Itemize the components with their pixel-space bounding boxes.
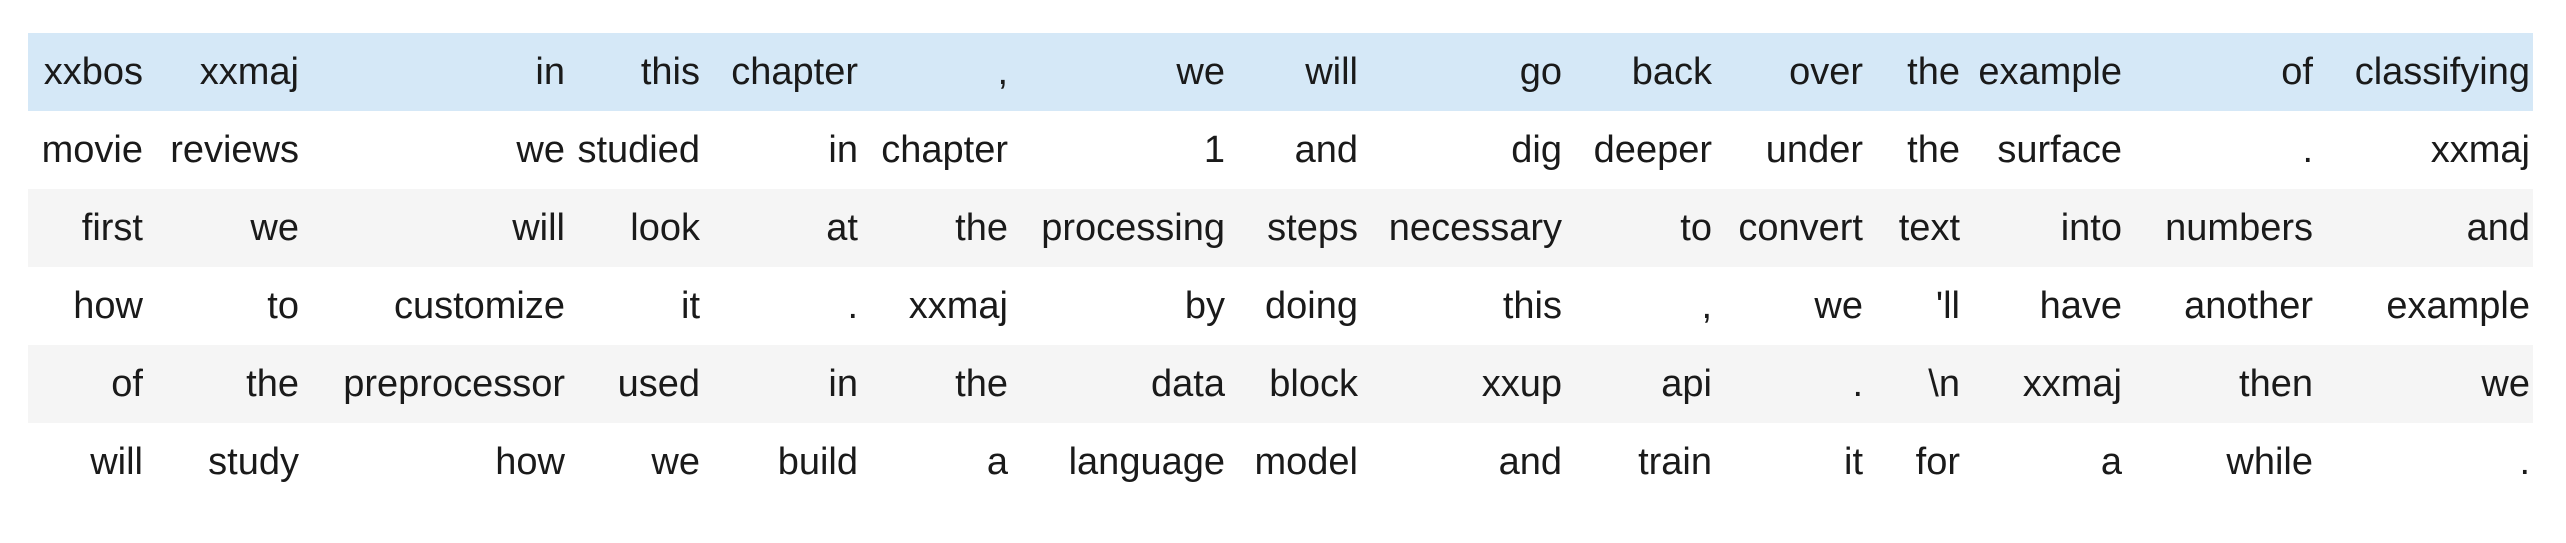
token-cell: in (535, 50, 565, 93)
token-cell: another (2184, 284, 2313, 327)
token-cell: go (1519, 50, 1562, 93)
token-cell: will (90, 440, 143, 483)
token-cell: reviews (170, 128, 299, 171)
token-cell: convert (1738, 206, 1863, 249)
token-cell: first (81, 206, 143, 249)
token-cell: at (826, 206, 858, 249)
token-cell: look (630, 206, 700, 249)
token-cell: studied (577, 128, 700, 171)
token-cell: of (2281, 50, 2313, 93)
token-cell: xxmaj (908, 284, 1008, 327)
token-cell: of (111, 362, 143, 405)
table-row: xxbos xxmaj in this chapter, we will go back over… (28, 33, 2533, 111)
token-cell: we (1814, 284, 1863, 327)
token-cell: have (2039, 284, 2122, 327)
token-cell: 1 (1203, 128, 1225, 171)
token-cell: . (2519, 440, 2530, 483)
token-cell: while (2226, 440, 2313, 483)
token-cell: we (1176, 50, 1225, 93)
token-cell: back (1631, 50, 1712, 93)
token-cell: it (681, 284, 700, 327)
token-cell: xxmaj (2430, 128, 2530, 171)
token-cell: under (1765, 128, 1863, 171)
token-cell: we (651, 440, 700, 483)
token-cell: it (1844, 440, 1863, 483)
token-cell: xxmaj (199, 50, 299, 93)
token-cell: api (1661, 362, 1712, 405)
token-cell: we (516, 128, 565, 171)
token-table-body: xxbos xxmaj in this chapter, we will go back over… (28, 33, 2533, 501)
token-cell: customize (393, 284, 565, 327)
token-cell: will (512, 206, 565, 249)
token-cell: . (1852, 362, 1863, 405)
token-cell: to (267, 284, 299, 327)
token-cell: doing (1265, 284, 1358, 327)
token-cell: in (828, 128, 858, 171)
token-cell: the (1907, 128, 1960, 171)
token-cell: block (1269, 362, 1358, 405)
token-cell: , (1701, 284, 1712, 327)
token-cell: by (1184, 284, 1225, 327)
token-cell: train (1638, 440, 1712, 483)
token-cell: chapter (731, 50, 858, 93)
token-cell: the (1907, 50, 1960, 93)
token-cell: the (955, 362, 1008, 405)
token-cell: model (1254, 440, 1359, 483)
token-cell: this (1502, 284, 1562, 327)
token-cell: used (617, 362, 700, 405)
token-cell: we (250, 206, 299, 249)
token-cell: dig (1511, 128, 1562, 171)
token-cell: into (2060, 206, 2122, 249)
token-cell: steps (1267, 206, 1358, 249)
token-cell: classifying (2354, 50, 2530, 93)
token-cell: example (1978, 50, 2122, 93)
token-cell: text (1898, 206, 1960, 249)
token-cell: xxbos (43, 50, 143, 93)
token-cell: how (73, 284, 143, 327)
token-cell: and (1294, 128, 1358, 171)
table-row: will study how we build a language model and trai… (28, 423, 2533, 501)
token-cell: deeper (1593, 128, 1712, 171)
token-cell: movie (41, 128, 143, 171)
token-cell: and (1498, 440, 1562, 483)
table-row: of the preprocessor used in the data block xxup a… (28, 345, 2533, 423)
token-cell: language (1068, 440, 1225, 483)
token-cell: data (1151, 362, 1225, 405)
token-cell: 'll (1935, 284, 1960, 327)
token-cell: a (986, 440, 1008, 483)
token-cell: in (828, 362, 858, 405)
token-cell: chapter (881, 128, 1008, 171)
token-cell: and (2466, 206, 2530, 249)
token-cell: build (777, 440, 858, 483)
token-cell: xxup (1481, 362, 1562, 405)
token-cell: numbers (2165, 206, 2313, 249)
notebook-output-area: xxbos xxmaj in this chapter, we will go back over… (28, 33, 2533, 501)
token-cell: . (847, 284, 858, 327)
token-cell: to (1680, 206, 1712, 249)
token-cell: , (997, 50, 1008, 93)
token-cell: a (2100, 440, 2122, 483)
token-cell: preprocessor (343, 362, 565, 405)
token-table: xxbos xxmaj in this chapter, we will go back over… (28, 33, 2533, 501)
token-cell: the (955, 206, 1008, 249)
token-cell: then (2239, 362, 2313, 405)
token-cell: xxmaj (2022, 362, 2122, 405)
token-cell: we (2481, 362, 2530, 405)
token-cell: necessary (1388, 206, 1562, 249)
token-cell: this (640, 50, 700, 93)
table-row: first we will look at the processing steps neces… (28, 189, 2533, 267)
token-cell: the (246, 362, 299, 405)
token-cell: example (2386, 284, 2530, 327)
token-cell: processing (1041, 206, 1225, 249)
token-cell: \n (1928, 362, 1960, 405)
token-cell: will (1305, 50, 1358, 93)
token-cell: how (495, 440, 565, 483)
token-cell: for (1915, 440, 1960, 483)
token-cell: surface (1997, 128, 2122, 171)
token-cell: over (1789, 50, 1863, 93)
token-cell: . (2302, 128, 2313, 171)
token-cell: study (208, 440, 299, 483)
